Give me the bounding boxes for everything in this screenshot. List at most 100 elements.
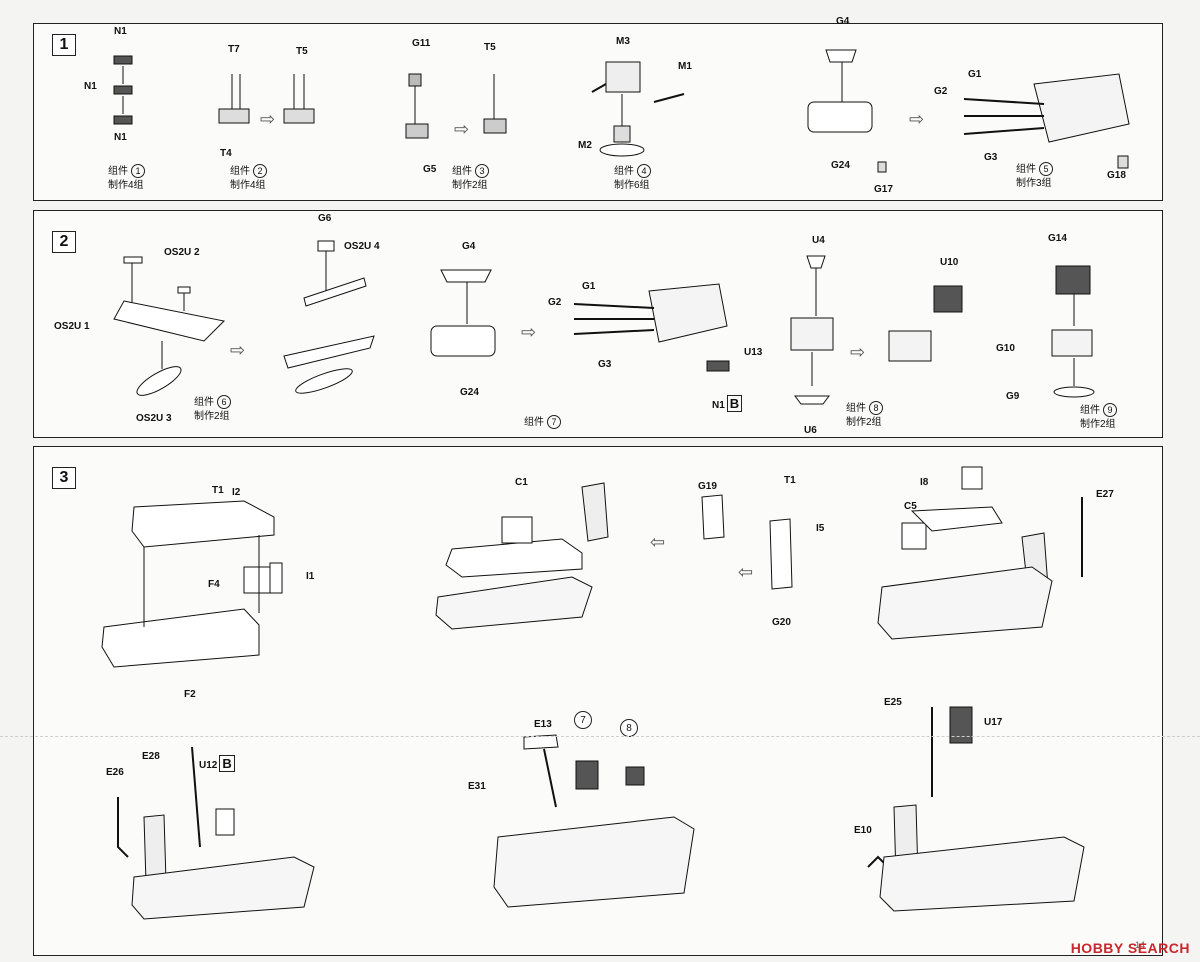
- step-1-number: 1: [52, 34, 76, 56]
- label-g17: G17: [874, 184, 893, 195]
- label-t5b: T5: [484, 42, 496, 53]
- label-g6: G6: [318, 213, 332, 224]
- ref-assembly-7-badge: 7: [574, 711, 592, 729]
- superstructure-a-drawing: [101, 500, 283, 668]
- step-arrow-icon: ⇨: [230, 340, 246, 360]
- assembly-7-drawing: [430, 269, 730, 372]
- step-arrow-icon: ⇨: [521, 322, 537, 342]
- label-e31: E31: [468, 781, 486, 792]
- label-os2u3: OS2U 3: [136, 413, 172, 424]
- assembly-3-drawing: [405, 73, 507, 139]
- label-g1b: G1: [582, 281, 596, 292]
- step-arrow-icon: ⇨: [909, 109, 925, 129]
- label-t4: T4: [220, 148, 232, 159]
- label-t5a: T5: [296, 46, 308, 57]
- label-g9: G9: [1006, 391, 1020, 402]
- label-g3b: G3: [598, 359, 612, 370]
- label-t1a: T1: [212, 485, 224, 496]
- label-g4: G4: [836, 16, 850, 27]
- page-number: 14: [1134, 940, 1145, 950]
- label-g10: G10: [996, 343, 1015, 354]
- label-m2: M2: [578, 140, 592, 151]
- assembly-8-drawing: [790, 255, 963, 405]
- ref-assembly-8-badge: 8: [620, 719, 638, 737]
- label-e26: E26: [106, 767, 124, 778]
- label-n1a: N1: [114, 26, 127, 37]
- label-i5: I5: [816, 523, 825, 534]
- step-arrow-icon: ⇦: [650, 532, 666, 552]
- label-u10: U10: [940, 257, 959, 268]
- hobby-search-watermark: HOBBY SEARCH: [1070, 940, 1190, 956]
- superstructure-f-drawing: [867, 706, 1085, 912]
- label-u4: U4: [812, 235, 825, 246]
- assembly-2-drawing: [218, 74, 315, 124]
- label-os2u2: OS2U 2: [164, 247, 200, 258]
- label-t7: T7: [228, 44, 240, 55]
- label-e25: E25: [884, 697, 902, 708]
- label-i8: I8: [920, 477, 929, 488]
- label-e27: E27: [1096, 489, 1114, 500]
- step-arrow-icon: ⇦: [738, 562, 754, 582]
- superstructure-d-drawing: [117, 746, 315, 920]
- assembly-6-drawing: [113, 256, 226, 396]
- label-g24b: G24: [460, 387, 479, 398]
- label-m3: M3: [616, 36, 630, 47]
- step-3-number: 3: [52, 467, 76, 489]
- label-c5: C5: [904, 501, 917, 512]
- label-g19: G19: [698, 481, 717, 492]
- label-t1b: T1: [784, 475, 796, 486]
- assembly-5-drawing: [807, 49, 1130, 173]
- label-g14: G14: [1048, 233, 1067, 244]
- label-c1: C1: [515, 477, 528, 488]
- label-g5: G5: [423, 164, 437, 175]
- label-e13: E13: [534, 719, 552, 730]
- superstructure-c-drawing: [877, 466, 1083, 640]
- label-g11: G11: [412, 38, 431, 49]
- label-i2: I2: [232, 487, 241, 498]
- superstructure-b-drawing: [435, 482, 793, 630]
- label-f4: F4: [208, 579, 220, 590]
- step-arrow-icon: ⇨: [260, 109, 276, 129]
- assembly-1-drawing: [113, 55, 133, 125]
- label-g3: G3: [984, 152, 998, 163]
- assembly-6-result-drawing: [283, 240, 375, 394]
- label-os2u4: OS2U 4: [344, 241, 380, 252]
- step-1-panel: 1 N1 N1 N1 T7 T5 T4 ⇨ G11 T5 G5 ⇨ M3 M1: [33, 16, 1163, 201]
- label-u17: U17: [984, 717, 1003, 728]
- label-g2: G2: [934, 86, 948, 97]
- assembly-9-drawing: [1051, 265, 1095, 398]
- fold-line: [0, 736, 1200, 737]
- label-n1c: N1: [114, 132, 127, 143]
- label-g2b: G2: [548, 297, 562, 308]
- label-g24: G24: [831, 160, 850, 171]
- step-2-number: 2: [52, 231, 76, 253]
- label-m1: M1: [678, 61, 692, 72]
- label-os2u1: OS2U 1: [54, 321, 90, 332]
- label-g1: G1: [968, 69, 982, 80]
- assembly-4-drawing: [591, 61, 685, 157]
- label-g20: G20: [772, 617, 791, 628]
- label-u6: U6: [804, 425, 817, 436]
- label-g4b: G4: [462, 241, 476, 252]
- superstructure-e-drawing: [493, 734, 695, 908]
- label-e28: E28: [142, 751, 160, 762]
- label-u13: U13: [744, 347, 763, 358]
- label-f2: F2: [184, 689, 196, 700]
- step-arrow-icon: ⇨: [454, 119, 470, 139]
- label-g18: G18: [1107, 170, 1126, 181]
- step-arrow-icon: ⇨: [850, 342, 866, 362]
- label-n1b: N1: [84, 81, 97, 92]
- label-e10: E10: [854, 825, 872, 836]
- label-i1: I1: [306, 571, 315, 582]
